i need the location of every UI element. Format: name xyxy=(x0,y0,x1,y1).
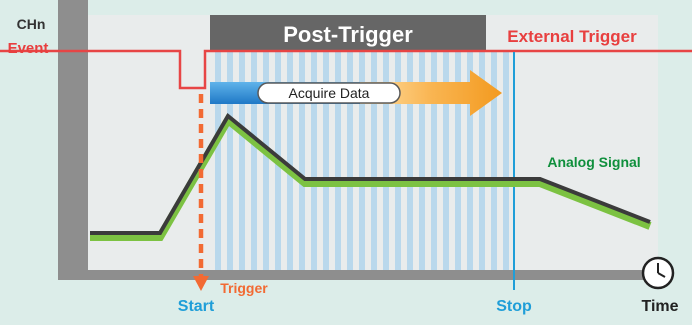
event-label: Event xyxy=(8,40,49,57)
start-label: Start xyxy=(178,298,215,315)
time-label: Time xyxy=(641,298,678,315)
acquire-data-arrow: Acquire Data xyxy=(210,70,502,116)
trigger-arrow-head xyxy=(193,276,209,291)
clock-icon xyxy=(641,256,675,290)
acquire-data-label: Acquire Data xyxy=(289,85,370,101)
external-trigger-label: External Trigger xyxy=(507,27,637,46)
channel-label: CHn xyxy=(17,16,46,32)
event-signal-line xyxy=(0,49,692,90)
y-axis-bar xyxy=(58,0,88,278)
post-trigger-label: Post-Trigger xyxy=(283,22,413,47)
analog-signal-green xyxy=(90,113,652,241)
stop-label: Stop xyxy=(496,298,532,315)
x-axis-bar xyxy=(58,270,658,280)
analog-signal-dark xyxy=(90,112,651,235)
analog-signal-label: Analog Signal xyxy=(547,154,640,170)
post-trigger-header xyxy=(210,15,486,52)
trigger-label: Trigger xyxy=(220,280,268,296)
